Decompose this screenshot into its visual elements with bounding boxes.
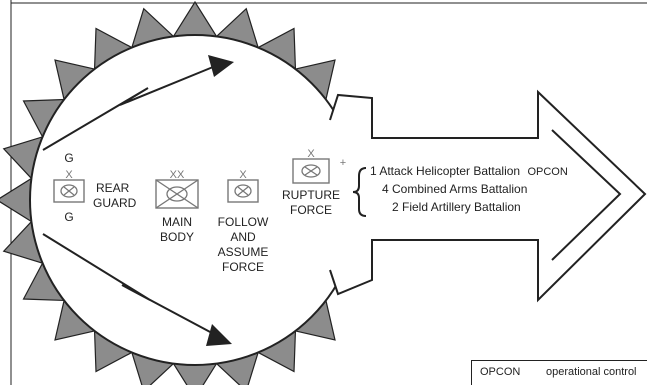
task-org-line2: 4 Combined Arms Battalion (382, 182, 527, 196)
follow-force-marker: X (239, 169, 247, 181)
task-org-line3: 2 Field Artillery Battalion (392, 200, 521, 214)
follow-force-label-line3: ASSUME (218, 245, 269, 259)
rupture-force-label-line1: RUPTURE (282, 188, 340, 202)
rupture-force-unit-symbol (292, 158, 330, 184)
rear-guard-echelon-top: G (64, 151, 73, 165)
arrow-head-inner-chevron (551, 129, 622, 261)
follow-force-label-line1: FOLLOW (218, 215, 269, 229)
main-body-unit-symbol (155, 179, 199, 209)
task-org-line1-main: 1 Attack Helicopter Battalion (370, 164, 520, 178)
task-org-line1: 1 Attack Helicopter Battalion OPCON (370, 164, 568, 178)
lower-attack-arrowhead (206, 324, 232, 346)
encirclement-teeth (0, 0, 336, 385)
rupture-force-plus: + (340, 157, 346, 169)
task-org-brace (352, 167, 367, 217)
follow-force-unit-symbol (227, 179, 259, 203)
follow-force-label-line4: FORCE (222, 260, 264, 274)
rupture-force-marker: X (307, 148, 315, 160)
legend-box: OPCON operational control (471, 360, 647, 385)
encirclement-tooth (172, 362, 218, 385)
encirclement-tooth (172, 0, 218, 38)
legend-definition: operational control (546, 366, 637, 378)
upper-attack-arrow (42, 66, 214, 151)
legend-abbreviation: OPCON (480, 366, 521, 378)
main-body-label-line2: BODY (160, 230, 194, 244)
arrow-mouth-mask (352, 139, 374, 239)
rupture-force-label-line2: FORCE (290, 203, 332, 217)
lower-attack-arrow (42, 233, 213, 334)
main-body-label-line1: MAIN (162, 215, 192, 229)
rear-guard-label-line2: GUARD (93, 196, 137, 210)
rear-guard-unit-symbol (53, 179, 85, 203)
encirclement-tooth (0, 177, 33, 223)
follow-force-label-line2: AND (230, 230, 256, 244)
upper-attack-arrowhead (208, 55, 234, 77)
breakout-arrow (329, 89, 647, 303)
rear-guard-echelon-bottom: G (64, 210, 73, 224)
task-org-line1-opcon: OPCON (527, 166, 567, 178)
main-body-marker: XX (170, 169, 185, 181)
rear-guard-marker: X (65, 169, 73, 181)
rear-guard-label-line1: REAR (96, 181, 130, 195)
